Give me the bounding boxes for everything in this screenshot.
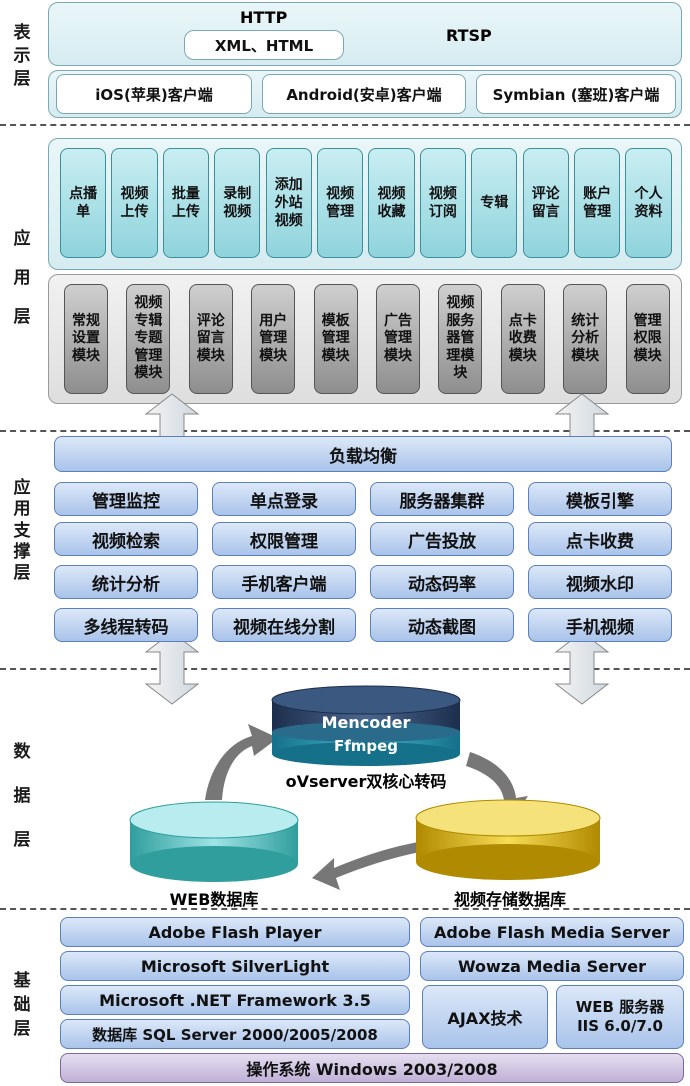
support-service-box: 视频在线分割 bbox=[212, 608, 356, 642]
ffmpeg-label: Ffmpeg bbox=[333, 737, 399, 755]
support-service-box: 管理监控 bbox=[54, 482, 198, 516]
support-service-box: 统计分析 bbox=[54, 565, 198, 599]
video-db-label: 视频存储数据库 bbox=[453, 890, 566, 909]
app-function-box: 个人资料 bbox=[625, 148, 672, 258]
app-function-box: 专辑 bbox=[471, 148, 518, 258]
layer-label-data: 数据层 bbox=[13, 742, 31, 851]
web-database-cylinder bbox=[129, 801, 299, 882]
app-module-box: 常规设置模块 bbox=[64, 284, 108, 394]
app-module-box: 模板管理模块 bbox=[313, 284, 358, 394]
support-service-box: 单点登录 bbox=[212, 482, 356, 516]
layer-label-presentation: 表示层 bbox=[13, 23, 31, 89]
layer-label-application: 应用层 bbox=[13, 229, 31, 328]
ajax-box: AJAX技术 bbox=[422, 985, 548, 1049]
web-db-label: WEB数据库 bbox=[169, 890, 259, 909]
client-android: Android(安卓)客户端 bbox=[262, 74, 466, 114]
protocol-panel bbox=[48, 2, 682, 66]
load-balance-bar: 负载均衡 bbox=[54, 436, 672, 472]
app-function-box: 录制视频 bbox=[214, 148, 261, 258]
app-module-box: 点卡收费模块 bbox=[500, 284, 545, 394]
core-transcode-label: oVserver双核心转码 bbox=[285, 772, 447, 791]
divider bbox=[0, 430, 690, 432]
app-module-box: 管理权限模块 bbox=[625, 284, 670, 394]
support-service-box: 视频检索 bbox=[54, 522, 198, 556]
app-module-box: 视频专辑专题管理模块 bbox=[126, 284, 171, 394]
client-ios: iOS(苹果)客户端 bbox=[56, 74, 252, 114]
silverlight-box: Microsoft SilverLight bbox=[60, 951, 410, 981]
layer-label-foundation: 基础层 bbox=[13, 971, 31, 1039]
sqlserver-box: 数据库 SQL Server 2000/2005/2008 bbox=[60, 1019, 410, 1049]
app-function-box: 账户管理 bbox=[574, 148, 621, 258]
app-function-box: 批量上传 bbox=[162, 148, 209, 258]
os-bar: 操作系统 Windows 2003/2008 bbox=[60, 1053, 684, 1083]
dotnet-box: Microsoft .NET Framework 3.5 bbox=[60, 985, 410, 1015]
app-function-box: 点播单 bbox=[60, 148, 107, 258]
support-service-box: 动态截图 bbox=[370, 608, 514, 642]
app-module-box: 视频服务器管理模块 bbox=[438, 284, 483, 394]
app-function-box: 视频上传 bbox=[111, 148, 158, 258]
support-service-box: 服务器集群 bbox=[370, 482, 514, 516]
support-service-box: 动态码率 bbox=[370, 565, 514, 599]
support-service-box: 多线程转码 bbox=[54, 608, 198, 642]
web-server-label: WEB 服务器 bbox=[575, 997, 665, 1016]
mencoder-label: Mencoder bbox=[321, 713, 411, 732]
support-service-box: 模板引擎 bbox=[528, 482, 672, 516]
support-service-box: 点卡收费 bbox=[528, 522, 672, 556]
app-function-box: 视频订阅 bbox=[419, 148, 466, 258]
app-module-box: 广告管理模块 bbox=[376, 284, 420, 394]
divider bbox=[0, 908, 690, 910]
app-function-box: 添加外站视频 bbox=[265, 148, 312, 258]
divider bbox=[0, 668, 690, 670]
http-label: HTTP bbox=[240, 8, 288, 27]
divider bbox=[0, 124, 690, 126]
core-transcode-cylinder bbox=[271, 685, 461, 766]
flash-player-box: Adobe Flash Player bbox=[60, 917, 410, 947]
layer-label-support: 应用支撑层 bbox=[13, 478, 31, 583]
app-module-box: 统计分析模块 bbox=[563, 284, 608, 394]
wowza-box: Wowza Media Server bbox=[420, 951, 684, 981]
app-function-box: 评论留言 bbox=[522, 148, 569, 258]
iis-version-label: IIS 6.0/7.0 bbox=[577, 1017, 663, 1035]
support-service-box: 权限管理 bbox=[212, 522, 356, 556]
fms-box: Adobe Flash Media Server bbox=[420, 917, 684, 947]
web-server-box: WEB 服务器 IIS 6.0/7.0 bbox=[556, 985, 684, 1049]
video-storage-cylinder bbox=[415, 799, 601, 880]
support-service-box: 手机视频 bbox=[528, 608, 672, 642]
xml-html-pill: XML、HTML bbox=[184, 30, 344, 60]
support-service-box: 手机客户端 bbox=[212, 565, 356, 599]
app-function-box: 视频收藏 bbox=[368, 148, 415, 258]
support-service-box: 视频水印 bbox=[528, 565, 672, 599]
rtsp-label: RTSP bbox=[446, 26, 492, 45]
support-service-box: 广告投放 bbox=[370, 522, 514, 556]
app-function-box: 视频管理 bbox=[317, 148, 364, 258]
app-module-box: 用户管理模块 bbox=[251, 284, 296, 394]
client-symbian: Symbian (塞班)客户端 bbox=[476, 74, 676, 114]
app-module-box: 评论留言模块 bbox=[188, 284, 233, 394]
